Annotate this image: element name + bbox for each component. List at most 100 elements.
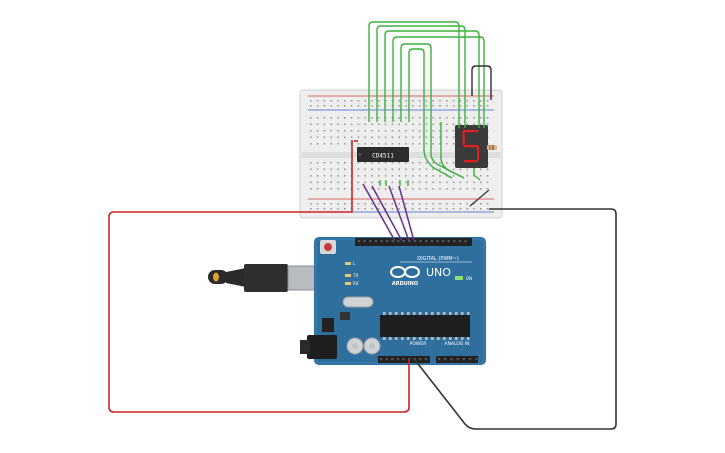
breadboard-hole bbox=[357, 203, 360, 205]
breadboard-hole bbox=[425, 181, 428, 184]
chip-pin bbox=[383, 312, 386, 315]
breadboard-hole bbox=[446, 181, 448, 184]
purple-wire-1[interactable] bbox=[362, 183, 396, 242]
green-wire-4[interactable] bbox=[392, 36, 485, 128]
green-wire-8[interactable] bbox=[473, 168, 481, 181]
atmega-pins bbox=[383, 312, 470, 340]
header-pin bbox=[369, 240, 372, 243]
breadboard-hole bbox=[371, 181, 373, 184]
cd4511-body[interactable] bbox=[357, 147, 409, 162]
green-wire-1[interactable] bbox=[368, 21, 460, 128]
breadboard-hole bbox=[384, 136, 387, 139]
green-wire-2[interactable] bbox=[376, 25, 466, 128]
digital-header[interactable] bbox=[355, 238, 472, 246]
seven-segment-display[interactable]: 5 bbox=[0, 0, 497, 168]
breadboard-hole bbox=[357, 130, 360, 132]
breadboard-hole bbox=[344, 100, 346, 102]
breadboard-hole bbox=[439, 105, 441, 107]
chip-pin bbox=[419, 312, 422, 315]
breadboard-hole bbox=[412, 130, 414, 132]
purple-wire-4[interactable] bbox=[398, 185, 415, 242]
breadboard-hole bbox=[371, 203, 373, 205]
breadboard-hole bbox=[330, 175, 332, 177]
breadboard-hole bbox=[330, 181, 332, 184]
breadboard-hole bbox=[364, 123, 366, 126]
breadboard-hole bbox=[323, 105, 326, 107]
breadboard-hole bbox=[330, 208, 332, 210]
breadboard-hole bbox=[425, 123, 428, 126]
breadboard-hole bbox=[344, 105, 346, 107]
on-led-icon bbox=[455, 276, 463, 280]
purple-wires[interactable] bbox=[362, 183, 415, 242]
resistor[interactable] bbox=[487, 145, 497, 150]
breadboard-hole bbox=[371, 130, 373, 132]
header-pin bbox=[397, 240, 400, 243]
header-pin bbox=[442, 240, 445, 243]
breadboard-hole bbox=[364, 175, 366, 177]
breadboard-hole bbox=[486, 123, 489, 126]
breadboard-hole bbox=[337, 130, 339, 132]
green-wire-3[interactable] bbox=[384, 30, 480, 128]
arduino-logo-right-ring bbox=[404, 266, 420, 278]
green-wires[interactable] bbox=[368, 21, 485, 186]
breadboard-hole bbox=[384, 130, 387, 132]
usb-cable[interactable] bbox=[208, 264, 319, 292]
green-wire-5[interactable] bbox=[400, 43, 461, 177]
breadboard-hole bbox=[323, 123, 326, 126]
breadboard-hole bbox=[412, 100, 414, 102]
breadboard-hole bbox=[337, 117, 339, 119]
arduino-uno-board[interactable]: DIGITAL (PWM~) ARDUINO UNO ON L TX RX bbox=[208, 237, 486, 365]
breadboard-hole bbox=[316, 168, 319, 171]
chip-pin bbox=[461, 337, 464, 340]
atmega-microcontroller[interactable] bbox=[380, 315, 470, 337]
breadboard-hole bbox=[398, 208, 400, 210]
display-digit-value: 5 bbox=[0, 0, 1, 1]
breadboard-hole bbox=[466, 168, 468, 171]
breadboard-hole bbox=[452, 143, 455, 145]
display-common-wire[interactable] bbox=[471, 65, 492, 100]
usb-plug[interactable] bbox=[244, 264, 288, 292]
ground-jumper[interactable] bbox=[469, 189, 490, 207]
green-wire-7[interactable] bbox=[440, 122, 465, 179]
voltage-regulator bbox=[322, 318, 334, 332]
header-pin bbox=[450, 358, 453, 361]
breadboard-hole bbox=[391, 136, 394, 139]
breadboard-hole bbox=[439, 181, 441, 184]
breadboard-hole bbox=[446, 208, 448, 210]
header-pin bbox=[380, 240, 383, 243]
breadboard-hole bbox=[310, 203, 312, 205]
arduino-model-label: UNO bbox=[426, 266, 451, 279]
breadboard-hole bbox=[486, 203, 489, 205]
breadboard-hole bbox=[357, 117, 360, 119]
breadboard-hole bbox=[459, 181, 462, 184]
power-jack[interactable] bbox=[307, 335, 337, 359]
arduino-brand-label: ARDUINO bbox=[392, 281, 418, 287]
black-ground-wire[interactable] bbox=[414, 208, 617, 430]
header-pin bbox=[419, 358, 422, 361]
header-pin bbox=[430, 240, 433, 243]
breadboard-hole bbox=[446, 105, 448, 107]
reset-button-cap[interactable] bbox=[324, 243, 332, 251]
purple-wire-3[interactable] bbox=[388, 185, 410, 242]
red-power-wire[interactable] bbox=[108, 140, 410, 413]
chip-pin bbox=[419, 337, 422, 340]
segment-f bbox=[462, 131, 465, 145]
chip-pin bbox=[467, 312, 470, 315]
breadboard-hole bbox=[384, 175, 387, 177]
purple-wire-2[interactable] bbox=[371, 185, 403, 242]
breadboard-hole bbox=[418, 105, 421, 107]
breadboard-hole bbox=[350, 123, 353, 126]
breadboard-hole bbox=[337, 188, 339, 190]
breadboard-hole bbox=[330, 130, 332, 132]
chip-pin bbox=[401, 312, 404, 315]
breadboard-hole bbox=[486, 117, 489, 119]
green-wire-6[interactable] bbox=[408, 48, 453, 179]
breadboard-hole bbox=[425, 100, 428, 102]
breadboard-hole bbox=[378, 162, 380, 164]
breadboard-hole bbox=[418, 181, 421, 184]
breadboard-hole bbox=[384, 208, 387, 210]
cd4511-chip[interactable]: CD4511 bbox=[357, 147, 409, 162]
breadboard-hole bbox=[486, 188, 489, 190]
